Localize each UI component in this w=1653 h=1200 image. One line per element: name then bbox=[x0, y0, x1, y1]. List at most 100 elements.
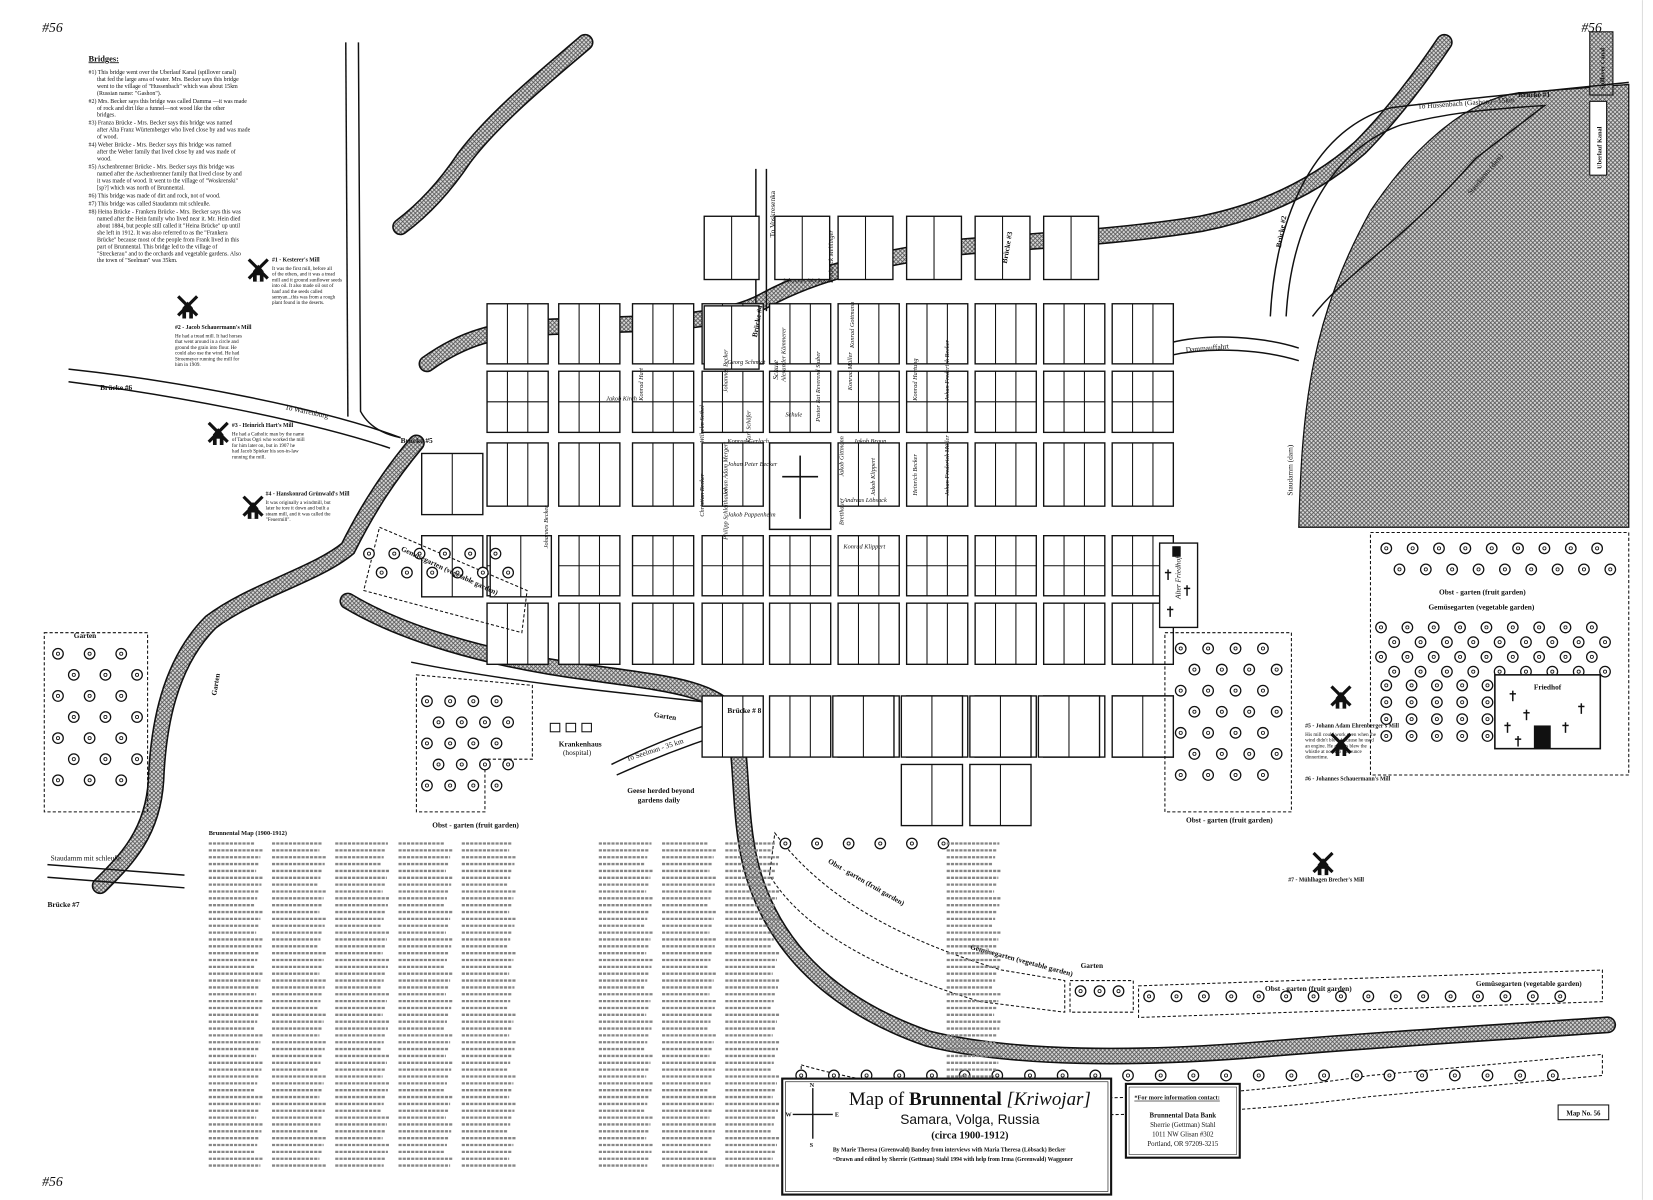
resident-name: Johannes Becker bbox=[543, 505, 550, 548]
tree-icon bbox=[444, 737, 457, 750]
tree-icon bbox=[1389, 990, 1402, 1003]
bridge-note: #7) This bridge was called Staudamm mit … bbox=[89, 201, 211, 208]
tree-icon bbox=[1430, 679, 1443, 692]
garden-right-fruit bbox=[1369, 532, 1630, 776]
tree-icon bbox=[1405, 713, 1418, 726]
fruit-garden-left: Obst - garten (fruit garden) bbox=[432, 821, 519, 830]
tree-icon bbox=[455, 758, 468, 771]
dam-schleuse-label: Staudamm mit schleuße bbox=[51, 853, 122, 862]
town-block bbox=[1042, 303, 1106, 365]
tree-icon bbox=[1454, 651, 1466, 663]
resident-name: Christian Becker bbox=[699, 473, 706, 516]
tree-icon bbox=[1599, 665, 1611, 678]
tree-icon bbox=[489, 547, 502, 560]
town-block bbox=[631, 535, 695, 597]
tree-icon bbox=[388, 547, 401, 560]
tree-icon bbox=[1350, 1069, 1363, 1082]
road-hussenbach-inner bbox=[1285, 104, 1547, 317]
tree-icon bbox=[1430, 696, 1443, 709]
mill-5-title: #5 - Johann Adam Ehrenberger's Mill bbox=[1305, 724, 1399, 730]
town-block bbox=[701, 602, 764, 665]
town-block bbox=[768, 602, 832, 665]
hospital-sublabel: (hospital) bbox=[563, 748, 592, 757]
tree-icon bbox=[467, 779, 480, 792]
tree-icon bbox=[1459, 542, 1472, 555]
tree-icon bbox=[1499, 990, 1512, 1003]
tree-icon bbox=[1546, 1069, 1559, 1082]
town-block bbox=[486, 602, 549, 665]
road-hussenbach-outer bbox=[1269, 81, 1629, 317]
town-block bbox=[905, 303, 969, 365]
tree-icon bbox=[502, 716, 515, 729]
town-block bbox=[768, 535, 832, 597]
tree-icon bbox=[363, 547, 375, 560]
town-block bbox=[900, 763, 964, 827]
bridge-note: #4) Weber Brücke - Mrs. Becker says this… bbox=[89, 142, 236, 163]
tree-icon bbox=[1414, 665, 1427, 678]
tree-icon bbox=[1270, 663, 1283, 676]
tree-icon bbox=[1554, 990, 1567, 1003]
tree-icon bbox=[1433, 542, 1445, 555]
town-block bbox=[837, 602, 900, 665]
resident-name: Andreas Löbsack bbox=[842, 497, 887, 504]
tree-icon bbox=[444, 779, 457, 792]
garden-center-fruit bbox=[1164, 632, 1292, 813]
town-block bbox=[969, 763, 1032, 827]
tree-icon bbox=[1514, 1069, 1527, 1082]
tree-icon bbox=[1257, 726, 1269, 739]
town-block bbox=[558, 602, 621, 665]
garden-bottom-left bbox=[43, 632, 149, 813]
tree-icon bbox=[131, 668, 143, 681]
contact-street: 1011 NW Glisan #302 bbox=[1152, 1132, 1214, 1139]
contact-org: Brunnental Data Bank bbox=[1150, 1113, 1217, 1120]
tree-icon bbox=[99, 711, 112, 723]
tree-icon bbox=[1430, 730, 1443, 742]
tree-icon bbox=[1456, 730, 1469, 742]
tree-icon bbox=[421, 695, 433, 708]
tree-icon bbox=[1383, 1069, 1396, 1082]
resident-name: Konrad Gottmann bbox=[849, 302, 856, 349]
tree-icon bbox=[1419, 563, 1432, 576]
tree-icon bbox=[1225, 990, 1238, 1003]
tree-icon bbox=[1405, 696, 1418, 709]
resident-name: Heinrich Becker bbox=[912, 454, 919, 497]
tree-icon bbox=[432, 758, 445, 771]
town-block bbox=[837, 370, 900, 434]
school-label: Schule bbox=[771, 359, 780, 379]
tree-icon bbox=[490, 779, 503, 792]
tree-icon bbox=[1493, 636, 1506, 649]
tree-icon bbox=[1401, 621, 1414, 634]
tree-icon bbox=[1202, 642, 1215, 655]
resident-name: Bretthauer bbox=[838, 497, 845, 525]
tree-icon bbox=[83, 732, 96, 745]
tree-icon bbox=[1170, 990, 1183, 1003]
tree-icon bbox=[1467, 665, 1480, 678]
town-block bbox=[1042, 442, 1106, 507]
garden-bottom-river bbox=[769, 831, 1066, 1013]
town-block bbox=[837, 442, 900, 507]
key-heading: Brunnental Map (1900-1912) bbox=[209, 830, 287, 837]
tree-icon bbox=[1467, 636, 1480, 649]
resident-name: Frederick Mehlinger bbox=[828, 230, 835, 284]
town-block bbox=[1111, 303, 1175, 365]
tree-icon bbox=[52, 774, 64, 787]
tree-icon bbox=[1585, 651, 1598, 663]
tree-icon bbox=[502, 758, 515, 771]
resident-name: Johan Adam Mergert bbox=[722, 442, 729, 496]
uberlauf-canal bbox=[1589, 100, 1608, 176]
corner-mark-top-left: #56 bbox=[42, 20, 63, 35]
resident-name: Georg Schmidt bbox=[727, 359, 765, 366]
tree-icon bbox=[1243, 663, 1256, 676]
tree-icon bbox=[1546, 636, 1559, 649]
tree-icon bbox=[131, 753, 143, 766]
fruit-garden-right: Obst - garten (fruit garden) bbox=[1439, 588, 1526, 597]
tree-icon bbox=[467, 737, 480, 750]
resident-name: Jakob Klippert bbox=[870, 458, 877, 496]
town-block bbox=[768, 695, 832, 758]
tree-icon bbox=[1198, 990, 1210, 1003]
tree-icon bbox=[444, 695, 457, 708]
town-block bbox=[974, 370, 1037, 434]
